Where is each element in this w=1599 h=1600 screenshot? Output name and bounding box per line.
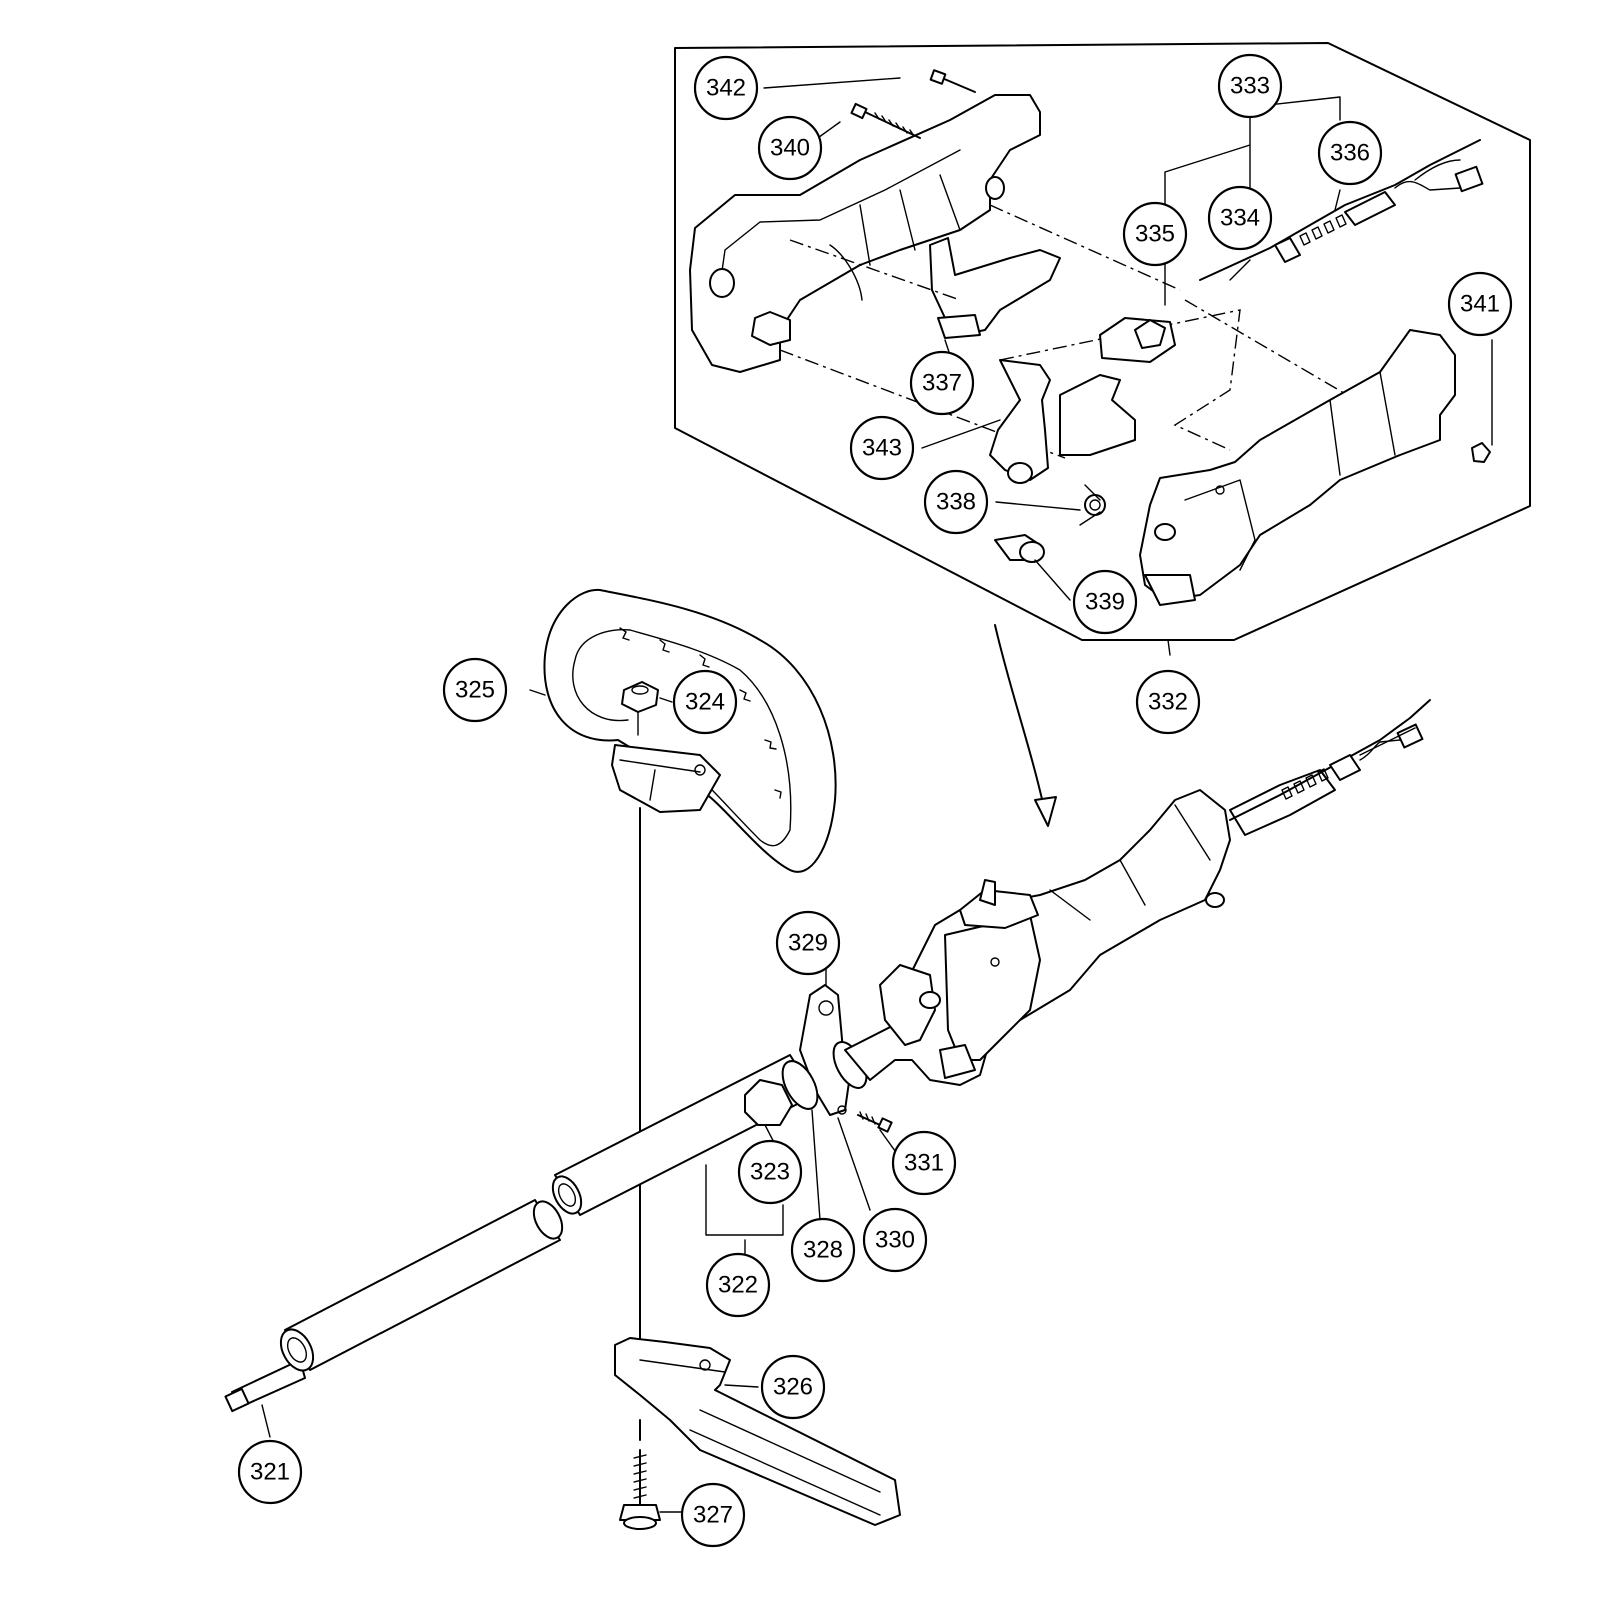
svg-text:336: 336	[1330, 140, 1370, 167]
handle-clamp-upper	[611, 681, 721, 813]
svg-text:333: 333	[1230, 73, 1270, 100]
throttle-cable-336	[1199, 139, 1484, 281]
svg-text:325: 325	[455, 677, 495, 704]
assembled-throttle-housing	[844, 769, 1336, 1086]
callout-326: 326	[760, 1354, 826, 1420]
nut-323	[744, 1079, 793, 1126]
svg-text:342: 342	[706, 75, 746, 102]
callout-338: 338	[923, 469, 989, 535]
svg-text:327: 327	[693, 1502, 733, 1529]
svg-text:322: 322	[718, 1272, 758, 1299]
svg-text:332: 332	[1148, 689, 1188, 716]
callout-339: 339	[1072, 569, 1138, 635]
lower-handle-half	[1139, 329, 1456, 606]
callout-330: 330	[862, 1207, 928, 1273]
assembled-cable	[1229, 699, 1431, 821]
screw-331	[857, 1111, 893, 1133]
callout-336: 336	[1317, 120, 1383, 186]
svg-text:330: 330	[875, 1227, 915, 1254]
callout-325: 325	[442, 657, 508, 723]
svg-text:339: 339	[1085, 589, 1125, 616]
callout-324: 324	[672, 669, 738, 735]
svg-text:324: 324	[685, 689, 725, 716]
outer-tube-322	[279, 1054, 816, 1372]
callout-322: 322	[705, 1252, 771, 1318]
svg-text:343: 343	[862, 435, 902, 462]
callout-331: 331	[891, 1130, 957, 1196]
svg-text:334: 334	[1220, 205, 1260, 232]
callout-342: 342	[693, 55, 759, 121]
callout-340: 340	[757, 115, 823, 181]
callout-334: 334	[1207, 185, 1273, 251]
callout-332: 332	[1135, 669, 1201, 735]
drive-shaft-321	[224, 1359, 306, 1413]
svg-text:335: 335	[1135, 221, 1175, 248]
callout-327: 327	[680, 1482, 746, 1548]
svg-text:321: 321	[250, 1459, 290, 1486]
callout-321: 321	[237, 1439, 303, 1505]
callout-328: 328	[790, 1217, 856, 1283]
svg-text:337: 337	[922, 370, 962, 397]
upper-handle-half	[689, 94, 1041, 373]
svg-text:323: 323	[750, 1159, 790, 1186]
svg-text:331: 331	[904, 1150, 944, 1177]
callout-335: 335	[1122, 201, 1188, 267]
callout-337: 337	[909, 350, 975, 416]
callout-343: 343	[849, 415, 915, 481]
trigger-lever-337	[929, 237, 1061, 339]
callout-341: 341	[1447, 271, 1513, 337]
svg-text:328: 328	[803, 1237, 843, 1264]
small-parts-inset	[994, 442, 1491, 563]
svg-text:338: 338	[936, 489, 976, 516]
callout-leaders	[261, 77, 1493, 1513]
lockout-lever-343	[989, 359, 1136, 484]
stop-switch-335	[1099, 317, 1176, 363]
svg-text:326: 326	[773, 1374, 813, 1401]
bolt-327	[619, 1449, 661, 1530]
callouts: 342 340 333 336 335 334 341 337 343 338 …	[237, 53, 1513, 1548]
callout-333: 333	[1217, 53, 1283, 119]
handle-bracket-326	[614, 1337, 901, 1526]
assembly-arrow	[994, 624, 1057, 827]
svg-text:340: 340	[770, 135, 810, 162]
callout-329: 329	[775, 910, 841, 976]
callout-323: 323	[737, 1139, 803, 1205]
svg-text:341: 341	[1460, 291, 1500, 318]
loop-handle-325	[543, 588, 837, 873]
bolts-inset	[850, 69, 976, 139]
svg-text:329: 329	[788, 930, 828, 957]
inset-frame	[674, 42, 1531, 641]
